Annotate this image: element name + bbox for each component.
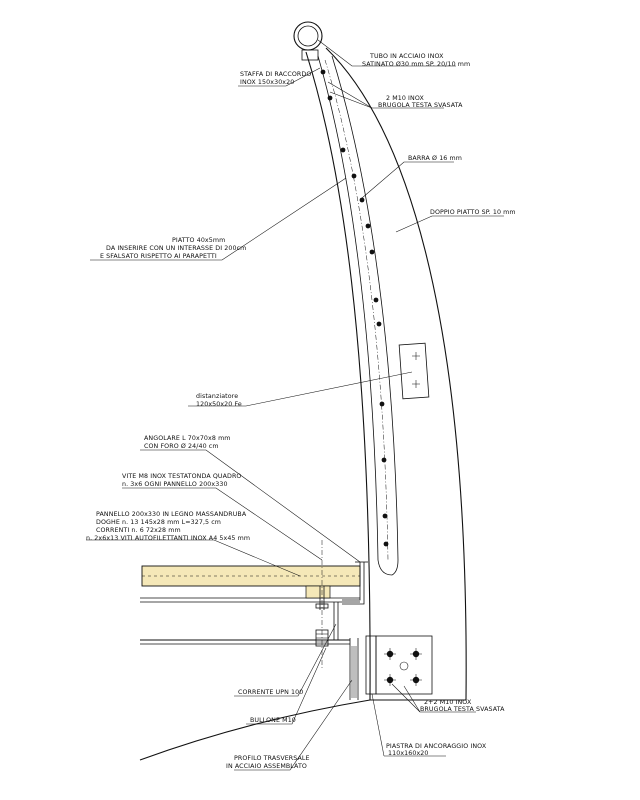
transverse-profile-beam bbox=[139, 638, 371, 761]
label-flat-bar-2: DA INSERIRE CON UN INTERASSE DI 200cm bbox=[106, 245, 246, 252]
label-spacer-1: distanziatore bbox=[196, 393, 238, 400]
label-panel-4: n. 2x6x13 VITI AUTOFILETTANTI INOX A4 5x… bbox=[86, 535, 250, 542]
label-screw-2: n. 3x6 OGNI PANNELLO 200x330 bbox=[122, 481, 228, 488]
spacer-plate bbox=[398, 342, 430, 400]
label-countersunk-bottom-2: BRUGOLA TESTA SVASATA bbox=[420, 706, 505, 713]
label-countersunk-top-2: BRUGOLA TESTA SVASATA bbox=[378, 102, 463, 109]
callout-labels: TUBO IN ACCIAIO INOX SATINATO Ø30 mm SP.… bbox=[86, 53, 516, 770]
beam-end-ribbing bbox=[351, 646, 357, 698]
label-panel-1: PANNELLO 200x330 IN LEGNO MASSANDRUBA bbox=[96, 511, 247, 518]
label-double-plate: DOPPIO PIATTO SP. 10 mm bbox=[430, 209, 516, 216]
label-bar: BARRA Ø 16 mm bbox=[408, 154, 462, 162]
label-profile-2: IN ACCIAIO ASSEMBLATO bbox=[226, 763, 307, 770]
label-bracket-1: STAFFA DI RACCORDO bbox=[240, 71, 311, 78]
label-profile-1: PROFILO TRASVERSALE bbox=[234, 755, 310, 762]
label-flat-bar-1: PIATTO 40x5mm bbox=[172, 237, 225, 244]
label-bracket-2: INOX 150x30x20 bbox=[240, 79, 294, 86]
label-anchor-plate-1: PIASTRA DI ANCORAGGIO INOX bbox=[386, 743, 487, 750]
anchor-plate bbox=[365, 635, 433, 695]
label-panel-2: DOGHE n. 13 145x28 mm L=327,5 cm bbox=[96, 519, 221, 526]
curved-post bbox=[305, 47, 467, 701]
label-upn: CORRENTE UPN 100 bbox=[238, 689, 303, 696]
leader-lines bbox=[86, 39, 504, 771]
label-panel-3: CORRENTI n. 6 72x28 mm bbox=[96, 527, 181, 534]
label-countersunk-bottom-1: 2+2 M10 INOX bbox=[424, 699, 472, 706]
label-countersunk-top-1: 2 M10 INOX bbox=[386, 95, 424, 102]
bar-holes bbox=[320, 69, 389, 547]
anchor-plate-bolts bbox=[384, 648, 422, 686]
label-tube-2: SATINATO Ø30 mm SP. 20/10 mm bbox=[362, 60, 470, 68]
label-anchor-plate-2: 110x160x20 bbox=[388, 750, 429, 757]
label-spacer-2: 120x50x20 Fe bbox=[196, 401, 242, 408]
wood-panel bbox=[141, 565, 361, 599]
panel-screw bbox=[315, 540, 329, 670]
label-bolt: BULLONE M10 bbox=[250, 717, 296, 724]
top-tube bbox=[293, 21, 323, 61]
label-angle-1: ANGOLARE L 70x70x8 mm bbox=[144, 435, 231, 442]
label-tube-1: TUBO IN ACCIAIO INOX bbox=[369, 53, 444, 60]
label-flat-bar-3: E SFALSATO RISPETTO AI PARAPETTI bbox=[100, 253, 217, 260]
angle-bracket bbox=[342, 561, 368, 605]
label-screw-1: VITE M8 INOX TESTATONDA QUADRO bbox=[122, 473, 241, 480]
label-angle-2: CON FORO Ø 24/40 cm bbox=[144, 442, 219, 450]
